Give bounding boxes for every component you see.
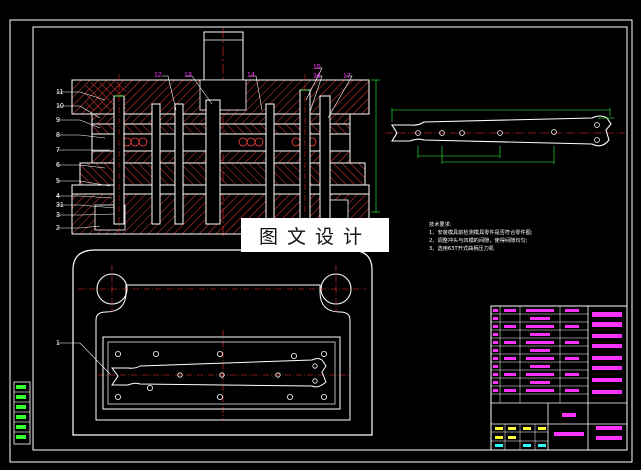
tech-notes-title: 技术要求: [429,222,452,228]
part-label-31: 31 [56,202,64,209]
part-label-4: 4 [56,193,60,200]
part-label-5: 5 [56,178,60,185]
part-label-2: 2 [56,225,60,232]
watermark-banner: 图文设计 [241,218,389,252]
part-leaders [57,67,353,375]
part-profile-view[interactable] [385,108,625,164]
part-label-16: 16 [313,73,321,80]
part-label-12: 12 [154,72,162,79]
technical-requirements: 技术要求: 1、安装模具前检测模具零件是否符合零件图; 2、调整冲头与凹模的间隙… [429,221,533,253]
part-label-11: 11 [56,89,63,96]
part-label-3: 3 [56,212,60,219]
tech-note-item: 1、安装模具前检测模具零件是否符合零件图; [429,230,533,236]
tech-note-item: 3、选用63T开式曲柄压力机 [429,246,494,252]
part-label-6: 6 [56,162,60,169]
front-section-view[interactable] [71,28,380,236]
title-block[interactable] [490,305,628,451]
part-label-13: 13 [184,72,192,79]
tech-note-item: 2、调整冲头与凹模的间隙，使得间隙均匀; [429,238,528,244]
part-labels-left: 11 10 9 8 7 6 5 4 31 3 2 [56,89,64,232]
watermark-text: 图文设计 [258,225,371,248]
part-label-15: 15 [313,64,321,71]
left-side-strip [13,381,31,445]
part-label-1: 1 [56,340,60,347]
sheet-outer-border [9,19,633,463]
part-label-10: 10 [56,103,64,110]
part-label-9: 9 [56,117,60,124]
part-label-7: 7 [56,147,60,154]
part-label-17: 17 [343,73,351,80]
sheet-inner-border [32,26,628,451]
part-label-14: 14 [247,72,255,79]
part-label-8: 8 [56,132,60,139]
plan-view[interactable] [72,249,373,436]
part-labels-top: 12 13 14 15 16 17 1 [56,64,351,347]
